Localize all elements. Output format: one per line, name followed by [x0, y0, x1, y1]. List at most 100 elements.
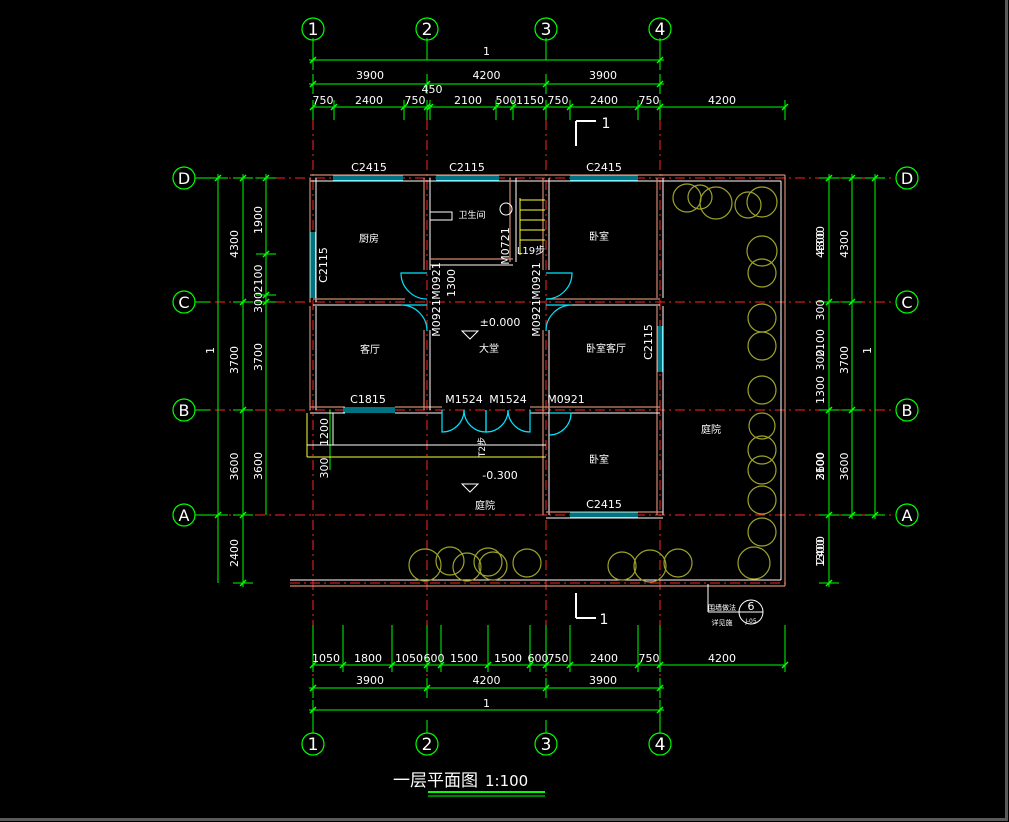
dim-tick: [542, 661, 550, 669]
room-label-bedroom: 卧室: [589, 230, 609, 243]
door-swing: [507, 409, 531, 433]
dim-tick: [239, 579, 247, 587]
dim-text: 2100: [814, 453, 827, 481]
walls: [290, 174, 786, 587]
door-swing: [545, 304, 573, 332]
door-label: M1524: [445, 393, 483, 406]
dim-text: 450: [422, 83, 443, 96]
door-label: M0921: [530, 299, 543, 337]
dim-tick: [542, 103, 550, 111]
dim-tick: [848, 406, 856, 414]
dim-text: 1500: [450, 652, 478, 665]
dim-text: 3700: [838, 346, 851, 374]
dim-tick: [239, 511, 247, 519]
tree-symbol: [473, 547, 503, 577]
dim-tick: [825, 511, 833, 519]
dim-tick: [309, 80, 317, 88]
dim-tick: [542, 684, 550, 692]
dim-tick: [871, 174, 879, 182]
dim-text: 750: [313, 94, 334, 107]
dim-tick: [309, 684, 317, 692]
room-label-bedroom-living: 卧室客厅: [586, 342, 626, 355]
tree-symbol: [748, 412, 776, 440]
dim-tick: [526, 661, 534, 669]
axis-bubbles: [172, 17, 919, 756]
detail-ref: J-05: [744, 618, 757, 625]
dim-tick: [825, 298, 833, 306]
dim-tick: [566, 103, 574, 111]
dim-text: 2400: [814, 536, 827, 564]
axis-bubble-right: [895, 166, 919, 190]
axis-label-bottom: 3: [541, 735, 552, 755]
dim-tick: [656, 56, 664, 64]
room-label-bathroom: 卫生间: [458, 209, 485, 221]
dim-text: 2100: [454, 94, 482, 107]
dim-text: 300: [814, 350, 827, 371]
door-label: M0921: [430, 262, 443, 300]
dim-text: 600: [424, 652, 445, 665]
room-label-living: 客厅: [360, 343, 380, 356]
window-label: C2415: [586, 498, 622, 511]
dim-text: 1500: [494, 652, 522, 665]
door-swing: [400, 304, 428, 332]
stair-note: L19步: [517, 245, 545, 257]
detail-number: 6: [748, 600, 755, 613]
axis-label-top: 1: [308, 20, 319, 40]
dim-tick: [330, 103, 338, 111]
axis-label-bottom: 1: [308, 735, 319, 755]
dim-tick: [309, 56, 317, 64]
window-label: C2115: [449, 161, 485, 174]
dim-text: 1150: [516, 94, 544, 107]
axis-label-left: A: [179, 506, 190, 525]
dim-text: 3600: [838, 453, 851, 481]
dim-text: 2100: [252, 265, 265, 293]
dim-tick: [423, 80, 431, 88]
axis-label-right: A: [902, 506, 913, 525]
tree-symbol: [607, 551, 637, 581]
dim-text: 2400: [355, 94, 383, 107]
dim-tick: [309, 103, 317, 111]
dim-text: 1050: [312, 652, 340, 665]
level-mark: -0.300: [482, 469, 517, 482]
dim-tick: [848, 511, 856, 519]
door-label: M0921: [530, 262, 543, 300]
window-label: C2415: [586, 161, 622, 174]
dim-text: 1: [483, 697, 490, 710]
dim-tick: [781, 103, 789, 111]
door-label: M0721: [499, 227, 512, 265]
room-label-yard: 庭院: [475, 499, 495, 512]
dim-text: 500: [496, 94, 517, 107]
dim-text: 2400: [590, 652, 618, 665]
tree-symbol: [746, 235, 778, 267]
door-label: M1524: [489, 393, 527, 406]
tree-symbol: [633, 549, 667, 583]
level-triangle: [460, 483, 480, 493]
axis-label-right: C: [901, 293, 912, 312]
dim-tick: [634, 103, 642, 111]
dim-tick: [656, 80, 664, 88]
dim-text: 4200: [708, 652, 736, 665]
dim-note: 1300: [445, 269, 458, 297]
dim-tick: [339, 661, 347, 669]
dim-text: 4300: [814, 230, 827, 258]
detail-note: 围墙做法: [708, 603, 736, 612]
tree-symbol: [734, 191, 762, 219]
dim-tick: [542, 80, 550, 88]
dim-text: 1800: [354, 652, 382, 665]
dim-tick: [437, 661, 445, 669]
axis-label-bottom: 4: [655, 735, 666, 755]
tree-symbol: [747, 375, 777, 405]
step-note: T2步: [477, 437, 488, 458]
axis-label-left: D: [178, 169, 190, 188]
tree-symbol: [699, 186, 733, 220]
dim-tick: [509, 103, 517, 111]
door-swing: [545, 272, 573, 300]
dim-text: 4200: [473, 674, 501, 687]
dim-tick: [484, 661, 492, 669]
axis-label-left: B: [179, 401, 190, 420]
dim-text: 600: [528, 652, 549, 665]
axis-label-left: C: [178, 293, 189, 312]
